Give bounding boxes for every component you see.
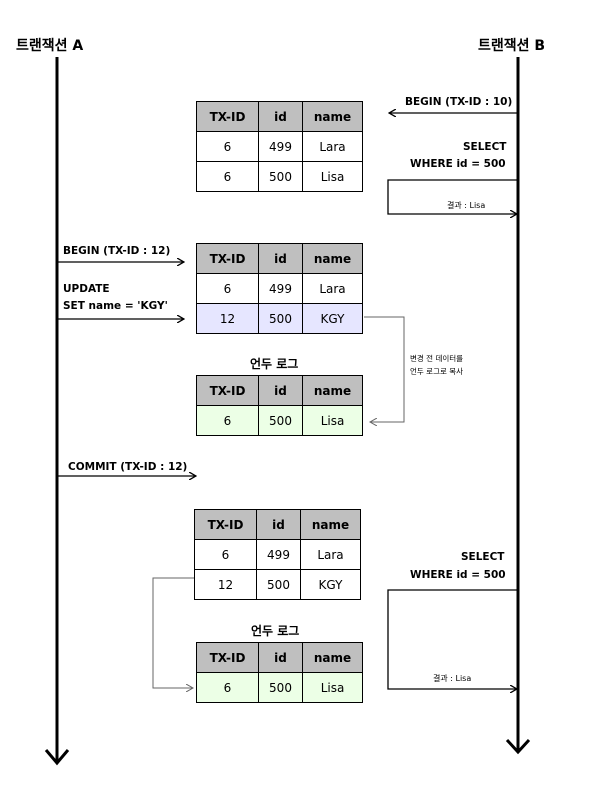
header-txid: TX-ID: [196, 375, 259, 406]
header-id: id: [258, 642, 303, 673]
cell-id: 499: [258, 273, 303, 304]
header-id: id: [258, 243, 303, 274]
copy-arrow: [364, 316, 405, 422]
table-row: 6 499 Lara: [196, 273, 363, 304]
b-select1-arrow: [387, 179, 517, 214]
a-begin-label: BEGIN (TX-ID : 12): [63, 245, 171, 257]
cell-id: 500: [256, 569, 301, 600]
undo-log-table-1: TX-ID id name 6 500 Lisa: [196, 375, 363, 436]
cell-name: Lisa: [302, 405, 363, 436]
b-select1-label: SELECT: [463, 141, 507, 153]
header-txid: TX-ID: [196, 243, 259, 274]
undo-log-title-2: 언두 로그: [251, 624, 300, 638]
b-where2-label: WHERE id = 500: [410, 569, 506, 581]
undo-log-title-1: 언두 로그: [250, 357, 299, 371]
cell-name: Lara: [302, 131, 363, 162]
header-txid: TX-ID: [196, 101, 259, 132]
header-txid: TX-ID: [196, 642, 259, 673]
a-update-label: UPDATE: [63, 283, 110, 295]
b-result2-label: 결과 : Lisa: [433, 674, 472, 683]
cell-name: Lara: [300, 539, 361, 570]
cell-name: Lisa: [302, 672, 363, 703]
table-row: 12 500 KGY: [194, 569, 361, 600]
table-row: 6 499 Lara: [196, 131, 363, 162]
a-commit-label: COMMIT (TX-ID : 12): [68, 461, 188, 473]
header-id: id: [256, 509, 301, 540]
cell-id: 500: [258, 161, 303, 192]
b-result1-label: 결과 : Lisa: [447, 201, 486, 210]
header-id: id: [258, 101, 303, 132]
cell-name: KGY: [300, 569, 361, 600]
transaction-b-header: 트랜잭션 B: [478, 38, 546, 54]
cell-txid: 12: [196, 303, 259, 334]
undo-pointer-arrow: [152, 577, 194, 688]
table-header: TX-ID id name: [196, 101, 363, 132]
transaction-a-header: 트랜잭션 A: [16, 38, 84, 54]
table-after-update: TX-ID id name 6 499 Lara 12 500 KGY: [196, 243, 363, 334]
cell-name: Lisa: [302, 161, 363, 192]
table-initial-b: TX-ID id name 6 499 Lara 6 500 Lisa: [196, 101, 363, 192]
cell-txid: 6: [196, 672, 259, 703]
cell-id: 499: [258, 131, 303, 162]
copy-note-line1: 변경 전 데이터를: [410, 354, 464, 363]
cell-id: 500: [258, 303, 303, 334]
cell-txid: 6: [196, 131, 259, 162]
cell-txid: 6: [194, 539, 257, 570]
timeline-b: [505, 57, 531, 755]
copy-note-line2: 언두 로그로 복사: [410, 367, 464, 376]
header-name: name: [302, 101, 363, 132]
header-name: name: [302, 375, 363, 406]
b-select2-arrow: [387, 589, 517, 689]
undo-log-table-2: TX-ID id name 6 500 Lisa: [196, 642, 363, 703]
cell-name: Lara: [302, 273, 363, 304]
table-row: 6 500 Lisa: [196, 405, 363, 436]
cell-txid: 6: [196, 273, 259, 304]
table-header: TX-ID id name: [196, 642, 363, 673]
cell-txid: 6: [196, 161, 259, 192]
header-txid: TX-ID: [194, 509, 257, 540]
table-after-commit: TX-ID id name 6 499 Lara 12 500 KGY: [194, 509, 361, 600]
table-row: 6 500 Lisa: [196, 161, 363, 192]
table-row: 6 500 Lisa: [196, 672, 363, 703]
b-begin-label: BEGIN (TX-ID : 10): [405, 96, 513, 108]
table-row-updated: 12 500 KGY: [196, 303, 363, 334]
cell-txid: 6: [196, 405, 259, 436]
timeline-a: [44, 57, 70, 766]
cell-txid: 12: [194, 569, 257, 600]
b-where1-label: WHERE id = 500: [410, 158, 506, 170]
cell-id: 499: [256, 539, 301, 570]
a-set-label: SET name = 'KGY': [63, 300, 168, 312]
table-row: 6 499 Lara: [194, 539, 361, 570]
header-name: name: [302, 642, 363, 673]
table-header: TX-ID id name: [196, 243, 363, 274]
table-header: TX-ID id name: [196, 375, 363, 406]
b-select2-label: SELECT: [461, 551, 505, 563]
cell-name: KGY: [302, 303, 363, 334]
cell-id: 500: [258, 672, 303, 703]
header-name: name: [300, 509, 361, 540]
table-header: TX-ID id name: [194, 509, 361, 540]
header-name: name: [302, 243, 363, 274]
header-id: id: [258, 375, 303, 406]
cell-id: 500: [258, 405, 303, 436]
